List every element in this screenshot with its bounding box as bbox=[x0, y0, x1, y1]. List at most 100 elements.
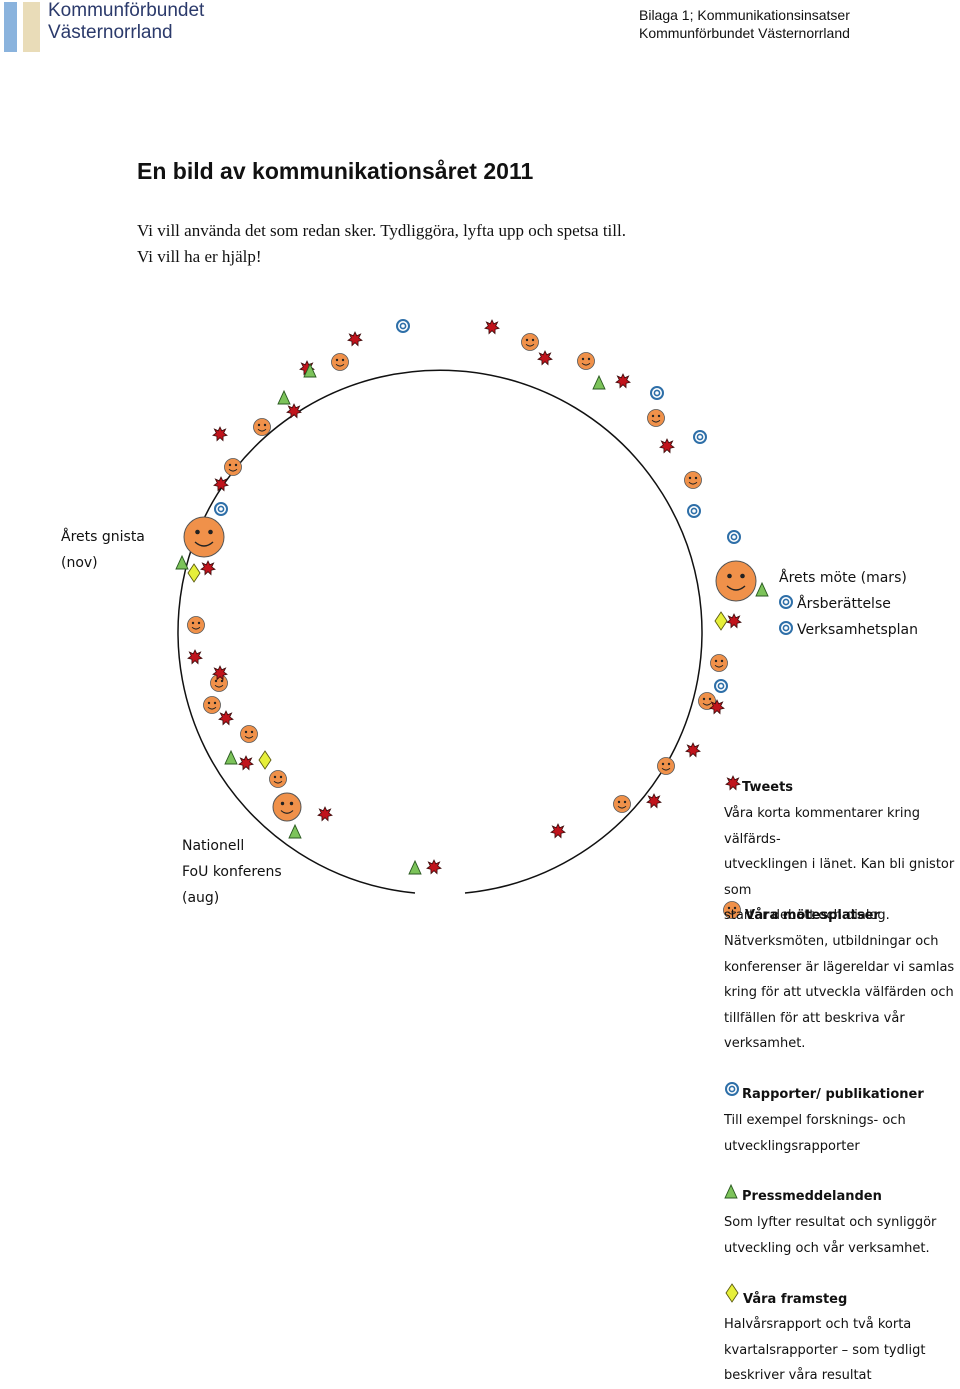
legend-green-triangle-icon bbox=[724, 1184, 738, 1199]
legend-motesplatser-line: tillfällen för att beskriva vår bbox=[724, 1010, 905, 1026]
legend-rapporter-title: Rapporter/ publikationer bbox=[742, 1087, 924, 1102]
label-mote-title: Årets möte (mars) bbox=[779, 570, 907, 586]
red-star-icon bbox=[187, 649, 203, 664]
logo-line-2: Västernorrland bbox=[48, 22, 173, 43]
blue-ring-icon bbox=[396, 319, 410, 333]
legend-rapporter-text: Till exempel forsknings- och utvecklings… bbox=[724, 1108, 906, 1159]
label-gnista-line-2: (nov) bbox=[61, 555, 98, 571]
smiley-icon bbox=[331, 353, 349, 371]
legend-rapporter-line: Till exempel forsknings- och bbox=[724, 1113, 906, 1128]
smiley-icon bbox=[187, 616, 205, 634]
blue-ring-icon bbox=[650, 386, 664, 400]
red-star-icon bbox=[709, 699, 725, 714]
legend-motesplatser-text: Nätverksmöten, utbildningar och konferen… bbox=[724, 929, 954, 1057]
green-triangle-icon bbox=[755, 582, 769, 597]
legend-press-title: Pressmeddelanden bbox=[742, 1189, 882, 1204]
legend-blue-ring-icon bbox=[725, 1082, 739, 1096]
yellow-diamond-icon bbox=[187, 563, 201, 583]
smiley-icon bbox=[613, 795, 631, 813]
legend-tweets-line: startar debatt och dialog. bbox=[724, 908, 890, 923]
label-verksamhetsplan: Verksamhetsplan bbox=[797, 622, 918, 637]
logo-text: Kommunförbundet Västernorrland bbox=[48, 0, 204, 44]
red-star-icon bbox=[212, 426, 228, 442]
big-smiley-fou-icon bbox=[272, 792, 302, 822]
red-star-icon bbox=[659, 438, 675, 454]
blue-ring-icon bbox=[779, 621, 793, 635]
label-arsberattelse: Årsberättelse bbox=[797, 596, 891, 612]
legend-tweets-line: utvecklingen i länet. Kan bli gnistor so… bbox=[724, 857, 955, 898]
smiley-icon bbox=[577, 352, 595, 370]
label-fou-line-3: (aug) bbox=[182, 890, 220, 906]
header-right-line-1: Bilaga 1; Kommunikationsinsatser bbox=[639, 7, 850, 23]
legend-motesplatser-title: Våra mötesplatser bbox=[745, 908, 880, 923]
smiley-icon bbox=[647, 409, 665, 427]
legend-tweets-title: Tweets bbox=[742, 780, 794, 795]
red-star-icon bbox=[347, 331, 363, 347]
smiley-icon bbox=[240, 725, 258, 743]
legend-framsteg-title: Våra framsteg bbox=[743, 1292, 848, 1307]
label-arets-gnista: Årets gnista (nov) bbox=[61, 524, 145, 576]
yellow-diamond-icon bbox=[714, 611, 728, 631]
legend-motesplatser-line: kring för att utveckla välfärden och bbox=[724, 985, 954, 1000]
legend-framsteg-text: Halvårsrapport och två korta kvartalsrap… bbox=[724, 1312, 925, 1389]
blue-ring-icon bbox=[687, 504, 701, 518]
legend-motesplatser-line: konferenser är lägereldar vi samlas bbox=[724, 959, 955, 975]
red-star-icon bbox=[484, 319, 500, 335]
label-gnista-line-1: Årets gnista bbox=[61, 529, 145, 545]
legend-framsteg-line: Halvårsrapport och två korta bbox=[724, 1317, 912, 1332]
blue-ring-icon bbox=[214, 502, 228, 516]
legend-motesplatser-line: verksamhet. bbox=[724, 1036, 806, 1051]
legend-framsteg-line: kvartalsrapporter – som tydligt bbox=[724, 1342, 926, 1358]
red-star-icon bbox=[685, 742, 701, 757]
red-star-icon bbox=[550, 823, 566, 838]
page-title: En bild av kommunikationsåret 2011 bbox=[137, 158, 534, 184]
red-star-icon bbox=[426, 859, 442, 874]
red-star-icon bbox=[537, 350, 553, 366]
legend-framsteg-line: beskriver våra resultat bbox=[724, 1368, 872, 1383]
header-attachment-info: Bilaga 1; Kommunikationsinsatser Kommunf… bbox=[639, 6, 850, 42]
smiley-icon bbox=[521, 333, 539, 351]
red-star-icon bbox=[200, 560, 216, 575]
label-arets-mote: Årets möte (mars) bbox=[779, 565, 907, 591]
blue-ring-icon bbox=[779, 595, 793, 609]
green-triangle-icon bbox=[288, 824, 302, 839]
green-triangle-icon bbox=[175, 555, 189, 570]
wheel-circle bbox=[177, 369, 703, 894]
big-smiley-gnista-icon bbox=[183, 516, 225, 558]
red-star-icon bbox=[238, 755, 254, 770]
smiley-icon bbox=[269, 770, 287, 788]
legend-tweets-text: Våra korta kommentarer kring välfärds- u… bbox=[724, 801, 960, 929]
smiley-icon bbox=[224, 458, 242, 476]
red-star-icon bbox=[286, 403, 302, 419]
logo-bar-blue bbox=[4, 2, 17, 52]
blue-ring-icon bbox=[693, 430, 707, 444]
legend-tweets-line: Våra korta kommentarer kring välfärds- bbox=[724, 806, 921, 847]
smiley-icon bbox=[657, 757, 675, 775]
red-star-icon bbox=[646, 793, 662, 808]
legend-press-line: utveckling och vår verksamhet. bbox=[724, 1240, 930, 1256]
legend-yellow-diamond-icon bbox=[725, 1283, 739, 1303]
big-smiley-mote-icon bbox=[715, 560, 757, 602]
green-triangle-icon bbox=[592, 375, 606, 390]
green-triangle-icon bbox=[277, 390, 291, 405]
red-star-icon bbox=[615, 373, 631, 389]
red-star-icon bbox=[218, 710, 234, 725]
legend-press-line: Som lyfter resultat och synliggör bbox=[724, 1215, 937, 1230]
label-fou-line-2: FoU konferens bbox=[182, 864, 282, 880]
green-triangle-icon bbox=[408, 860, 422, 875]
intro-text: Vi vill använda det som redan sker. Tydl… bbox=[137, 218, 626, 270]
logo-line-1: Kommunförbundet bbox=[48, 0, 205, 21]
intro-line-1: Vi vill använda det som redan sker. Tydl… bbox=[137, 221, 626, 240]
logo-bar-beige bbox=[23, 2, 40, 52]
red-star-icon bbox=[317, 806, 333, 821]
smiley-icon bbox=[684, 471, 702, 489]
intro-line-2: Vi vill ha er hjälp! bbox=[137, 247, 262, 266]
header-right-line-2: Kommunförbundet Västernorrland bbox=[639, 25, 850, 41]
legend-motesplatser-line: Nätverksmöten, utbildningar och bbox=[724, 934, 939, 949]
legend-red-star-icon bbox=[725, 775, 741, 790]
green-triangle-icon bbox=[224, 750, 238, 765]
smiley-icon bbox=[203, 696, 221, 714]
legend-press-text: Som lyfter resultat och synliggör utveck… bbox=[724, 1210, 936, 1261]
smiley-icon bbox=[710, 654, 728, 672]
